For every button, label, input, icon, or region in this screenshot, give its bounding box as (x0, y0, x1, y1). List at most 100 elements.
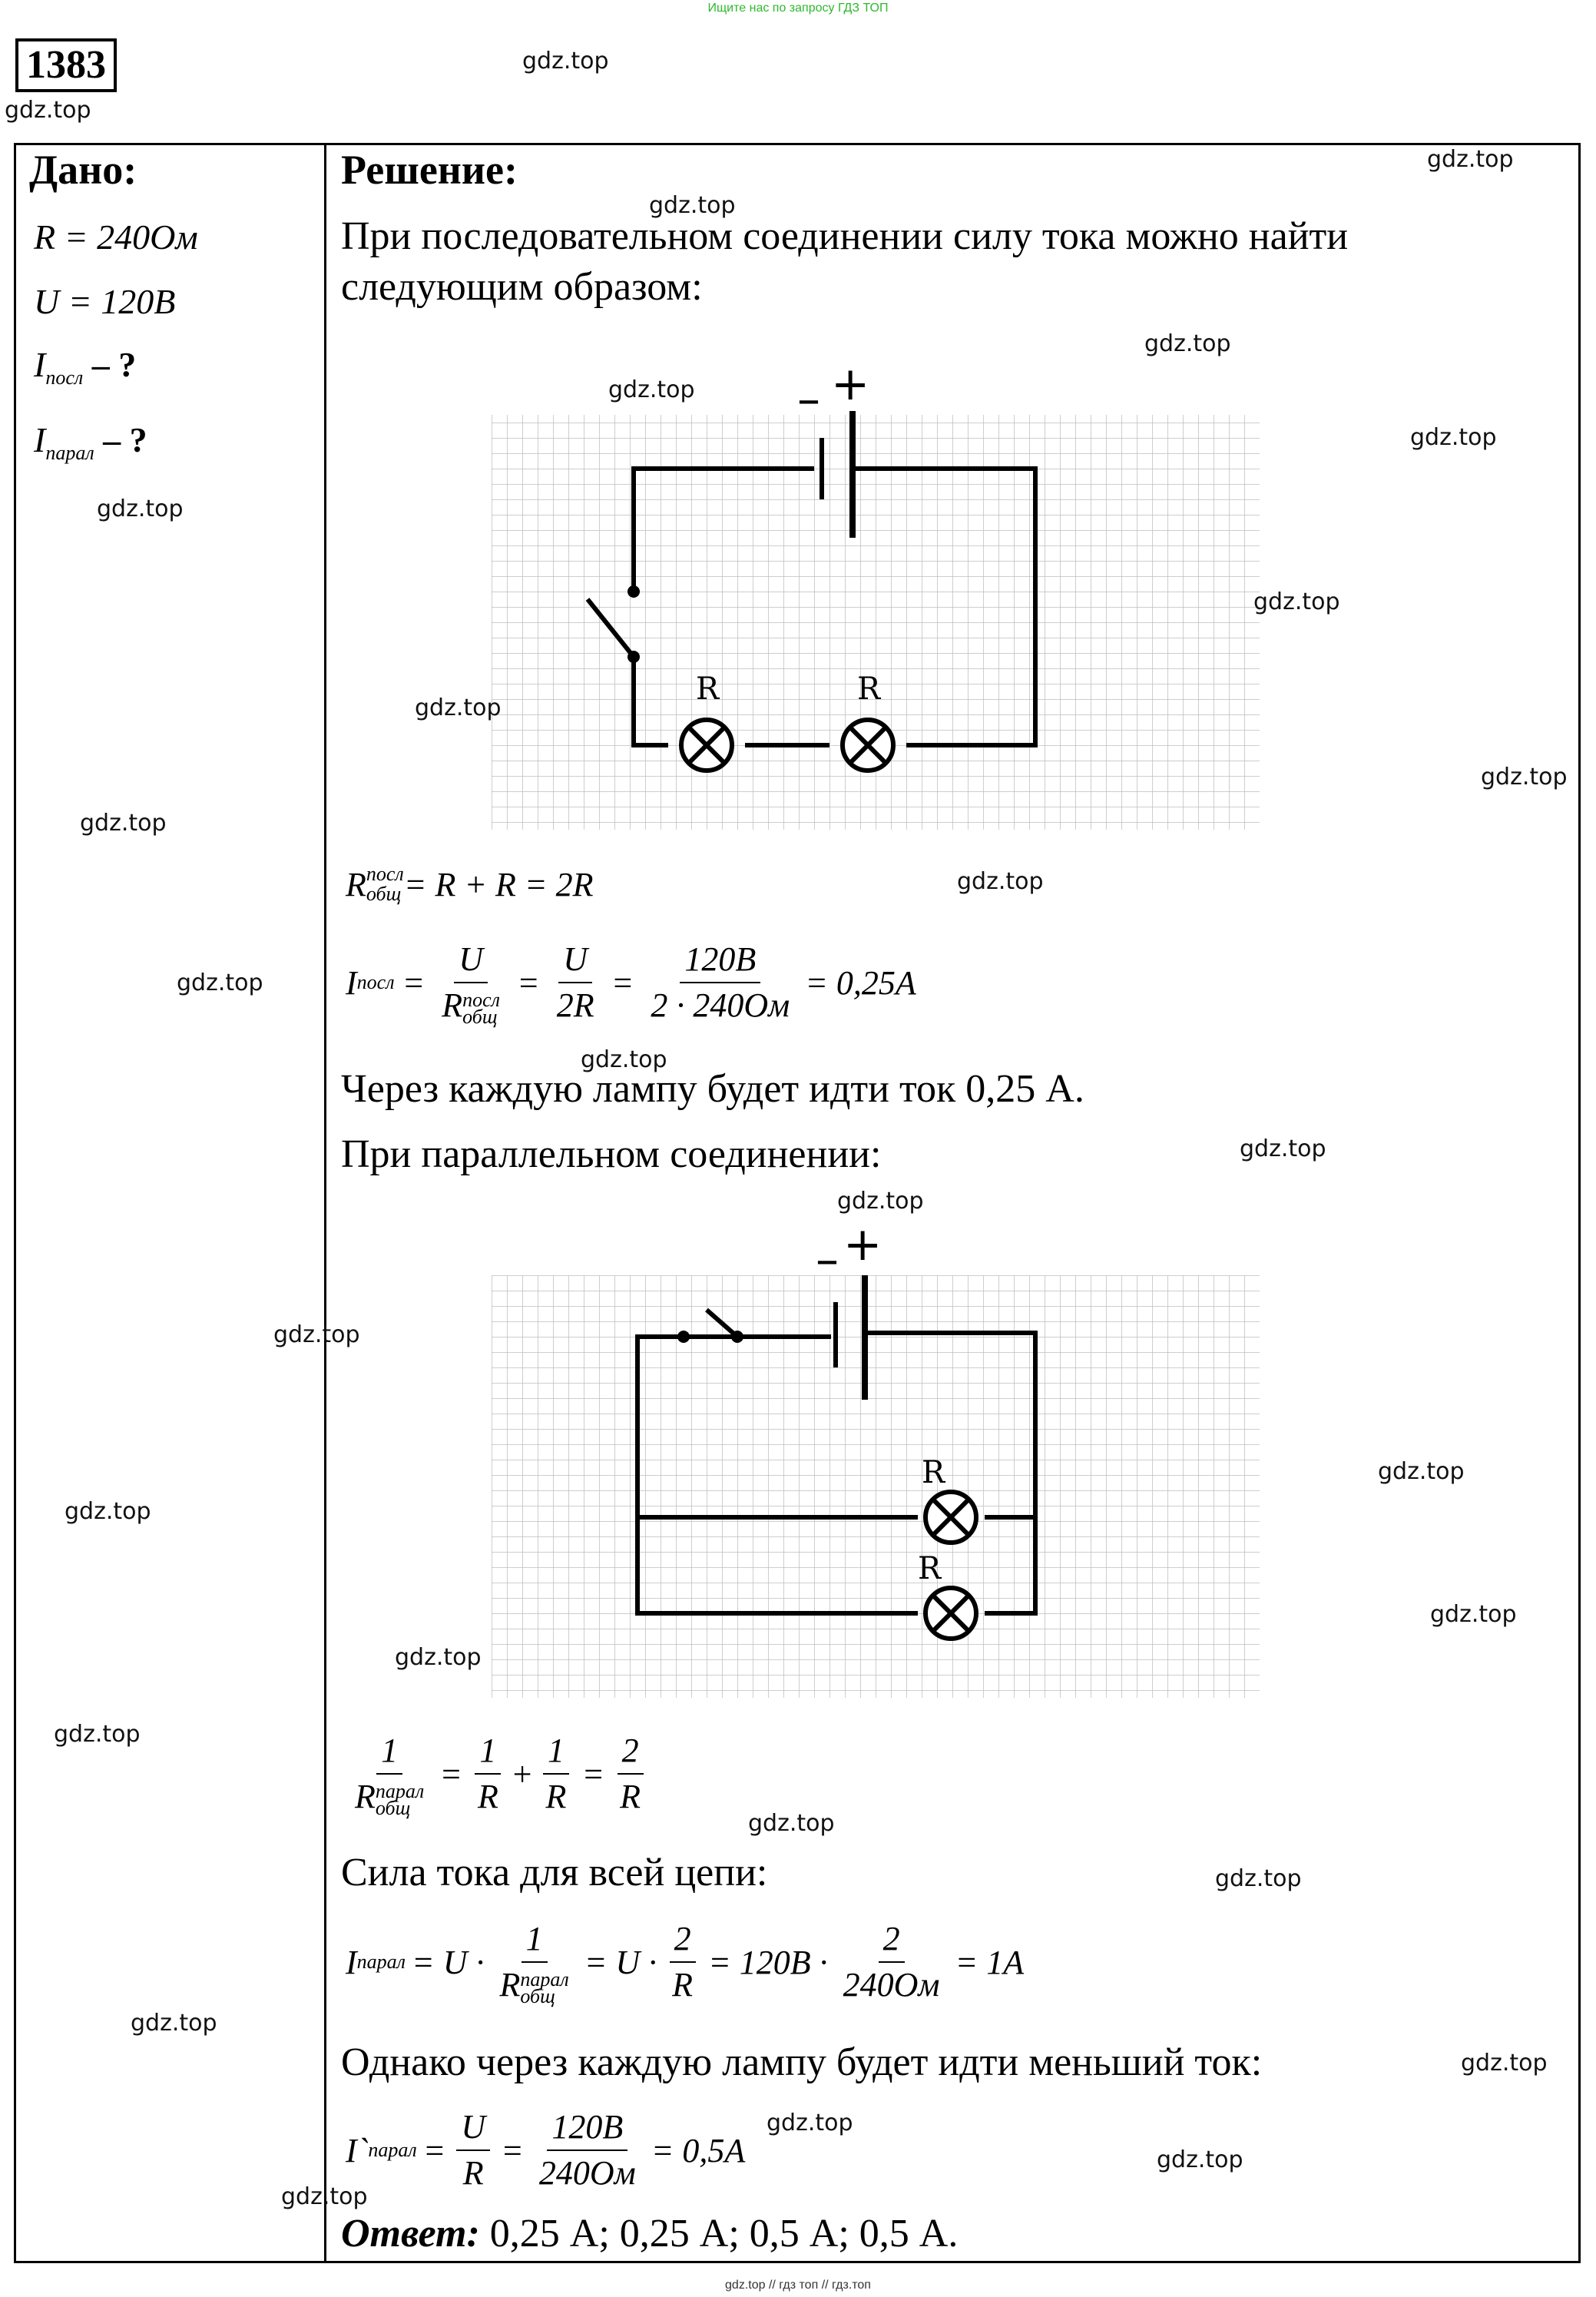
f2-num-1: U (454, 937, 488, 983)
series-circuit-diagram: – + R R (492, 361, 1260, 830)
find-parallel-current: Iпарал – ? (34, 419, 147, 465)
watermark: gdz.top (1144, 330, 1231, 357)
watermark: gdz.top (5, 97, 91, 124)
top-search-note: Ищите нас по запросу ГДЗ ТОП (707, 2, 889, 15)
watermark: gdz.top (767, 2110, 853, 2136)
watermark: gdz.top (65, 1498, 151, 1525)
watermark: gdz.top (1215, 1865, 1302, 1892)
series-intro-text: При последовательном соединении силу ток… (341, 214, 1349, 309)
watermark: gdz.top (54, 1721, 141, 1748)
watermark: gdz.top (97, 496, 184, 522)
watermark: gdz.top (649, 192, 736, 219)
watermark: gdz.top (837, 1188, 924, 1215)
find-parallel-subscript: парал (45, 442, 94, 465)
watermark: gdz.top (1410, 424, 1497, 451)
f2-symbol: I (346, 963, 357, 1002)
switch-pivot (627, 651, 640, 663)
battery-plus: + (831, 361, 869, 411)
lamp-1-label: R (696, 671, 720, 707)
series-wires (585, 466, 1038, 747)
battery-plus: + (843, 1229, 882, 1271)
watermark: gdz.top (608, 376, 695, 403)
watermark: gdz.top (1253, 588, 1340, 615)
each-lamp-text: Однако через каждую лампу будет идти мен… (341, 2040, 1263, 2084)
parallel-intro-text: При параллельном соединении: (341, 1132, 882, 1176)
f2-eq2: = (517, 963, 540, 1002)
watermark: gdz.top (1461, 2050, 1548, 2077)
switch-pivot (731, 1331, 743, 1343)
f2-fraction-3: 120B 2 · 240Ом (646, 937, 794, 1028)
watermark: gdz.top (1481, 764, 1568, 791)
f1-symbol: R (346, 865, 366, 903)
f2-subscript: посл (356, 971, 395, 993)
find-series-symbol: I (34, 345, 46, 384)
find-series-subscript: посл (45, 366, 84, 389)
find-parallel-symbol: I (34, 420, 46, 459)
watermark: gdz.top (1378, 1458, 1465, 1485)
f1-subscript: общ (366, 883, 402, 905)
answer-line: Ответ: 0,25 А; 0,25 А; 0,5 А; 0,5 А. (341, 2211, 958, 2256)
answer-values: 0,25 А; 0,25 А; 0,5 А; 0,5 А. (479, 2212, 959, 2256)
switch-contact (677, 1331, 690, 1343)
lamp-1 (923, 1490, 978, 1545)
watermark: gdz.top (1430, 1601, 1517, 1628)
given-header: Дано: (29, 147, 137, 193)
watermark: gdz.top (748, 1810, 835, 1837)
watermark: gdz.top (1157, 2146, 1243, 2173)
switch-contact (627, 585, 640, 598)
lamp-2-label: R (918, 1551, 942, 1586)
f2-fraction-2: U 2R (552, 937, 599, 1028)
bottom-footer-note: gdz.top // гдз топ // гдз.топ (725, 2279, 871, 2292)
f2-eq3: = (611, 963, 634, 1002)
watermark: gdz.top (522, 48, 609, 75)
watermark: gdz.top (581, 1046, 667, 1073)
watermark: gdz.top (1240, 1135, 1326, 1162)
f1-superscript: посл (366, 863, 404, 885)
f1-expression: = R + R = 2R (403, 865, 594, 903)
given-voltage: U = 120B (34, 282, 176, 321)
parallel-wires (635, 1308, 1038, 1616)
battery: – + (816, 1229, 882, 1400)
watermark: gdz.top (1427, 146, 1514, 173)
solution-header: Решение: (341, 147, 518, 193)
lamp-2 (923, 1586, 978, 1641)
series-lamp-current-text: Через каждую лампу будет идти ток 0,25 А… (341, 1067, 1084, 1111)
find-series-current: Iпосл – ? (34, 344, 136, 389)
watermark: gdz.top (395, 1644, 482, 1671)
battery-minus: – (816, 1233, 839, 1287)
grid-background (492, 1275, 1260, 1698)
watermark: gdz.top (957, 868, 1044, 895)
find-series-question: – ? (83, 345, 137, 384)
problem-number: 1383 (15, 38, 117, 92)
lamp-2-label: R (857, 671, 882, 707)
column-divider (324, 143, 326, 2263)
watermark: gdz.top (80, 810, 167, 837)
whole-circuit-text: Сила тока для всей цепи: (341, 1851, 768, 1894)
parallel-circuit-diagram: – + R R (492, 1229, 1260, 1698)
lamp-1-label: R (922, 1455, 946, 1490)
watermark: gdz.top (415, 694, 502, 721)
answer-label: Ответ: (341, 2212, 480, 2256)
f2-result: = 0,25A (805, 963, 916, 1002)
find-parallel-question: – ? (94, 420, 147, 459)
watermark: gdz.top (177, 970, 263, 996)
battery: – + (797, 361, 869, 538)
watermark: gdz.top (131, 2010, 217, 2037)
lamp-2 (840, 718, 896, 773)
given-resistance: R = 240Ом (34, 217, 198, 257)
